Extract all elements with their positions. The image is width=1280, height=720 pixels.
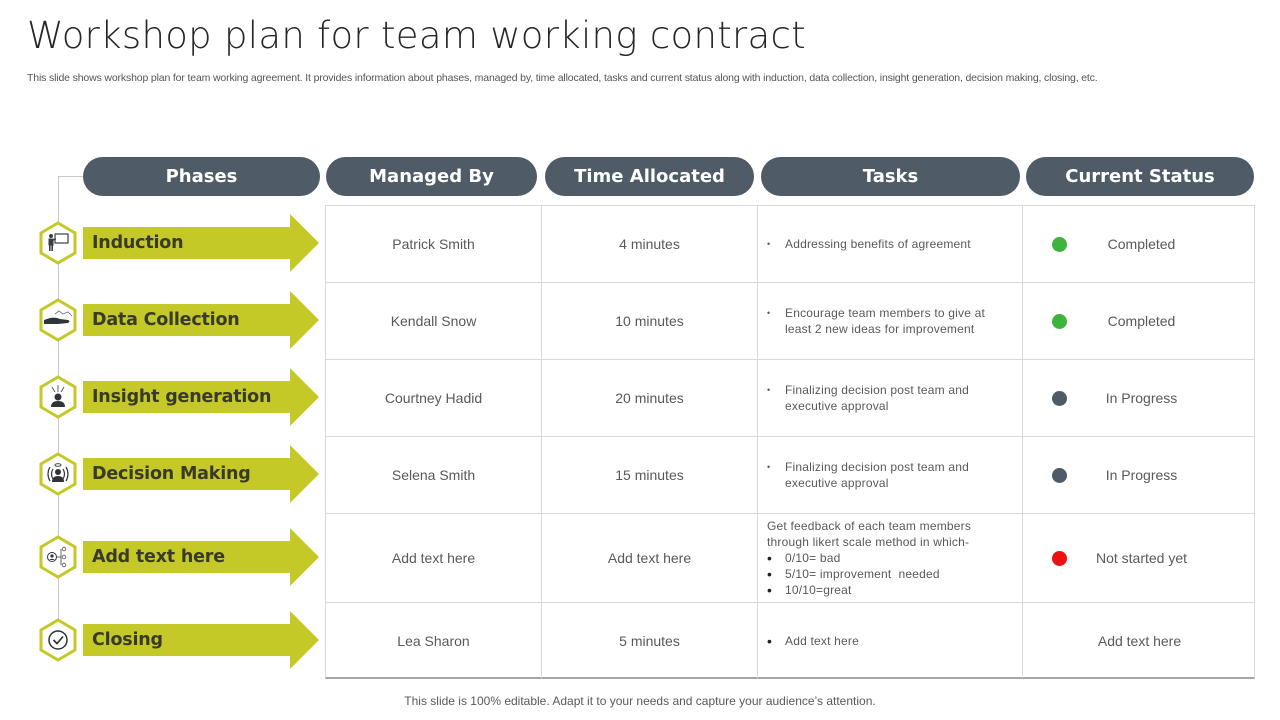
person-network-icon [38,535,78,579]
phase-label: Decision Making [92,464,251,484]
task-bullet: •Addressing benefits of agreement [767,237,971,251]
check-circle-icon [38,618,78,662]
header-managed-by: Managed By [326,157,537,196]
presenter-board-icon [38,221,78,265]
bullet-icon: • [767,582,773,598]
status-cell: Completed [1023,283,1256,359]
status-dot-not-started [1052,550,1067,566]
header-phases: Phases [83,157,320,196]
managed-by-cell: Patrick Smith [326,206,542,282]
phase-label: Add text here [92,547,225,567]
hand-data-icon [38,298,78,342]
time-cell: 15 minutes [542,437,758,513]
managed-by-cell: Add text here [326,514,542,602]
status-cell: In Progress [1023,437,1256,513]
table-row: Courtney Hadid 20 minutes •Finalizing de… [326,360,1254,437]
task-bullet: •Finalizing decision post team and execu… [767,383,970,413]
timeline-connector-top [58,176,88,177]
phase-label: Data Collection [92,310,240,330]
time-cell: Add text here [542,514,758,602]
bullet-icon: • [767,632,773,649]
status-cell: In Progress [1023,360,1256,436]
phase-arrow-induction: Induction [83,214,319,272]
status-text: In Progress [1105,390,1178,406]
task-bullet: •10/10=great [767,582,852,598]
task-bullet: •Encourage team members to give at least… [767,306,986,336]
phase-arrow-insight-generation: Insight generation [83,368,319,426]
task-bullet: •0/10= bad [767,550,841,566]
bullet-icon: • [767,550,773,566]
header-current-status: Current Status [1026,157,1254,196]
table-row: Selena Smith 15 minutes •Finalizing deci… [326,437,1254,514]
bullet-icon: • [767,462,771,472]
table-row: Add text here Add text here Get feedback… [326,514,1254,603]
table-row: Patrick Smith 4 minutes •Addressing bene… [326,206,1254,283]
table-row: Lea Sharon 5 minutes •Add text here Add … [326,603,1254,678]
status-dot-in-progress [1052,390,1067,406]
phase-arrow-data-collection: Data Collection [83,291,319,349]
status-cell: Add text here [1023,603,1256,678]
phase-label: Insight generation [92,387,272,407]
status-text: Completed [1107,236,1176,252]
phase-arrow-add-text: Add text here [83,528,319,586]
status-dot-completed [1052,313,1067,329]
tasks-cell: •Add text here [758,603,1023,678]
managed-by-cell: Kendall Snow [326,283,542,359]
phase-arrow-decision-making: Decision Making [83,445,319,503]
tasks-cell: •Addressing benefits of agreement [758,206,1023,282]
bullet-icon: • [767,308,771,318]
person-ideas-icon [38,375,78,419]
bullet-icon: • [767,239,771,249]
time-cell: 10 minutes [542,283,758,359]
header-time-allocated: Time Allocated [545,157,754,196]
phase-label: Closing [92,630,163,650]
managed-by-cell: Courtney Hadid [326,360,542,436]
status-cell: Completed [1023,206,1256,282]
bullet-icon: • [767,385,771,395]
status-text: Add text here [1097,632,1182,649]
managed-by-cell: Selena Smith [326,437,542,513]
task-bullet: •Add text here [767,632,859,649]
task-bullet: •Finalizing decision post team and execu… [767,460,970,490]
table-row: Kendall Snow 10 minutes •Encourage team … [326,283,1254,360]
person-broadcast-icon [38,452,78,496]
status-dot-in-progress [1052,467,1067,483]
header-tasks: Tasks [761,157,1020,196]
slide-title: Workshop plan for team working contract [27,14,806,57]
status-cell: Not started yet [1023,514,1256,602]
bullet-icon: • [767,566,773,582]
managed-by-cell: Lea Sharon [326,603,542,678]
status-text: In Progress [1105,467,1178,483]
plan-table: Patrick Smith 4 minutes •Addressing bene… [325,205,1255,679]
tasks-cell: Get feedback of each team members throug… [758,514,1023,602]
status-text: Completed [1107,313,1176,329]
time-cell: 4 minutes [542,206,758,282]
time-cell: 20 minutes [542,360,758,436]
slide-subtitle: This slide shows workshop plan for team … [27,72,1098,84]
tasks-cell: •Finalizing decision post team and execu… [758,360,1023,436]
tasks-cell: •Finalizing decision post team and execu… [758,437,1023,513]
task-bullet: •5/10= improvement needed [767,566,940,582]
phase-arrow-closing: Closing [83,611,319,669]
status-text: Not started yet [1095,550,1188,566]
phase-label: Induction [92,233,184,253]
task-intro: Get feedback of each team members throug… [767,519,972,549]
status-dot-completed [1052,236,1067,252]
slide-footer: This slide is 100% editable. Adapt it to… [404,694,876,708]
tasks-cell: •Encourage team members to give at least… [758,283,1023,359]
time-cell: 5 minutes [542,603,758,678]
